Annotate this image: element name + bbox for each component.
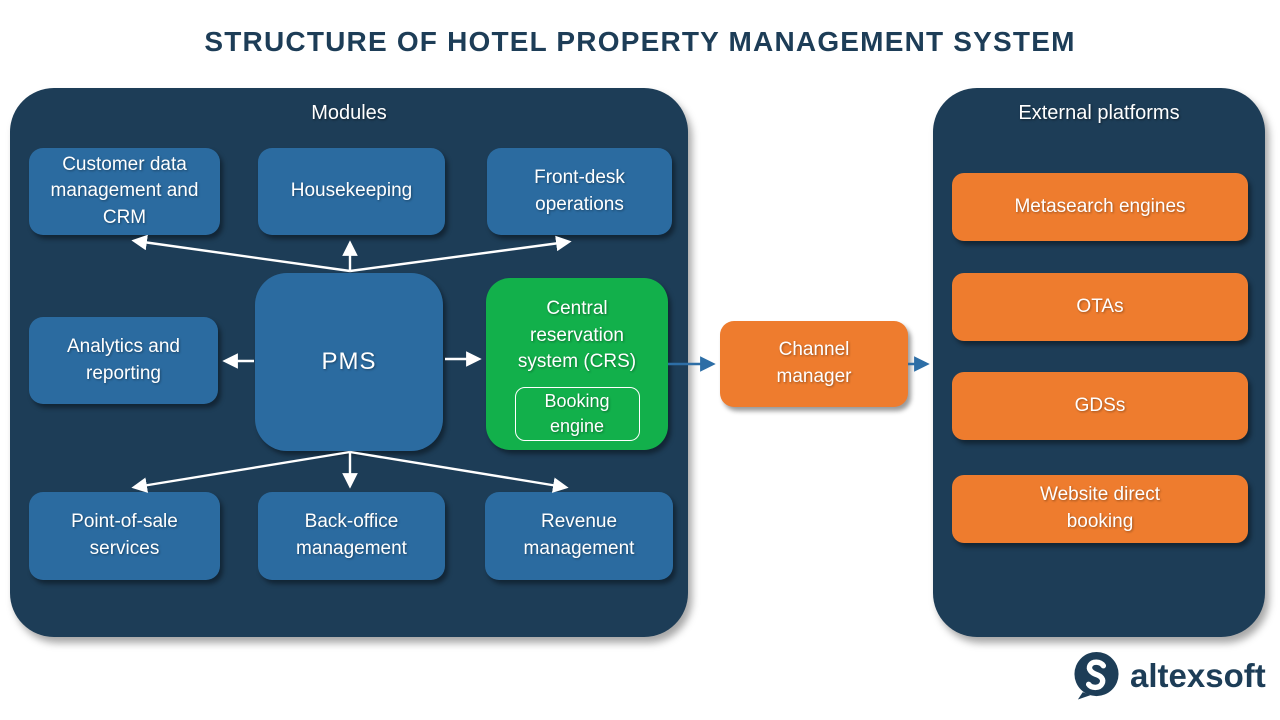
altexsoft-logo: altexsoft (1072, 651, 1266, 700)
module-box-label: Front-desk operations (534, 166, 625, 215)
external-platforms-panel: External platforms Metasearch engines OT… (933, 88, 1265, 637)
crs-box: Central reservation system (CRS) Booking… (486, 278, 668, 450)
page-title: STRUCTURE OF HOTEL PROPERTY MANAGEMENT S… (204, 26, 1076, 57)
channel-manager-box: Channel manager (720, 321, 908, 407)
module-box-label: Housekeeping (290, 180, 413, 202)
external-box-otas: OTAs (952, 273, 1248, 341)
external-box-label: OTAs (1076, 295, 1124, 317)
module-box-label: Customer data management and CRM (50, 153, 199, 228)
modules-panel: Modules Customer data management and CRM… (10, 88, 688, 637)
module-box-label: Point-of-sale services (71, 511, 178, 559)
module-box-label: Revenue management (523, 511, 635, 559)
external-box-label: Website direct booking (1039, 484, 1161, 532)
module-box-point-of-sale: Point-of-sale services (29, 492, 220, 580)
crs-label: Central reservation system (CRS) (517, 298, 637, 373)
external-box-label: Metasearch engines (1014, 195, 1186, 217)
external-box-website-direct: Website direct booking (952, 475, 1248, 543)
external-box-metasearch: Metasearch engines (952, 173, 1248, 241)
altexsoft-logo-text: altexsoft (1130, 656, 1266, 694)
channel-manager-label: Channel manager (776, 339, 852, 387)
module-box-customer-data: Customer data management and CRM (29, 148, 220, 235)
booking-engine-label: Booking engine (544, 391, 610, 436)
module-box-revenue: Revenue management (485, 492, 673, 580)
external-box-gdss: GDSs (952, 372, 1248, 440)
altexsoft-logo-icon (1074, 651, 1119, 700)
pms-box: PMS (255, 273, 443, 451)
external-panel-header: External platforms (1018, 102, 1180, 124)
module-box-label: Analytics and reporting (66, 335, 180, 384)
booking-engine-box: Booking engine (514, 386, 640, 441)
external-box-label: GDSs (1074, 394, 1126, 416)
module-box-back-office: Back-office management (258, 492, 445, 580)
module-box-label: Back-office management (296, 511, 407, 559)
module-box-front-desk: Front-desk operations (487, 148, 672, 235)
pms-label: PMS (321, 348, 377, 376)
module-box-housekeeping: Housekeeping (258, 148, 445, 235)
modules-panel-header: Modules (311, 102, 387, 124)
module-box-analytics: Analytics and reporting (29, 317, 218, 404)
